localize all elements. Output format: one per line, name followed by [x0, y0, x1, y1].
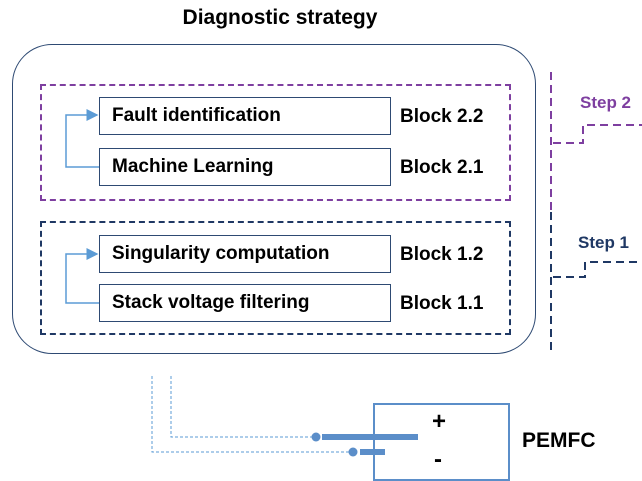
step-2-label: Step 2	[580, 93, 632, 112]
step-1-label: Step 1	[578, 233, 630, 252]
block-2-1-label: Block 2.1	[400, 157, 484, 178]
step-2-group	[40, 84, 511, 201]
wire-negative	[151, 376, 351, 453]
feedback-arrow-step-2	[65, 109, 99, 168]
plus-sign: +	[432, 408, 447, 435]
step-1-stair	[553, 261, 642, 278]
block-fault-identification: Fault identification	[99, 97, 391, 135]
block-1-2-label: Block 1.2	[400, 244, 484, 265]
wire-positive	[170, 376, 314, 438]
diagram-title: Diagnostic strategy	[182, 6, 378, 29]
step-2-stair	[553, 124, 642, 144]
feedback-arrow-step-1	[65, 248, 99, 304]
pemfc-box	[373, 403, 510, 481]
block-1-1-label: Block 1.1	[400, 293, 484, 314]
terminal-negative	[348, 447, 358, 457]
block-machine-learning: Machine Learning	[99, 148, 391, 186]
minus-sign: -	[434, 446, 442, 473]
block-stack-voltage-filtering: Stack voltage filtering	[99, 284, 391, 322]
diagnostic-strategy-frame	[12, 44, 536, 354]
pemfc-label: PEMFC	[522, 429, 596, 452]
block-2-2-label: Block 2.2	[400, 106, 484, 127]
step-1-group	[40, 221, 511, 335]
terminal-positive	[311, 432, 321, 442]
block-singularity-computation: Singularity computation	[99, 235, 391, 273]
